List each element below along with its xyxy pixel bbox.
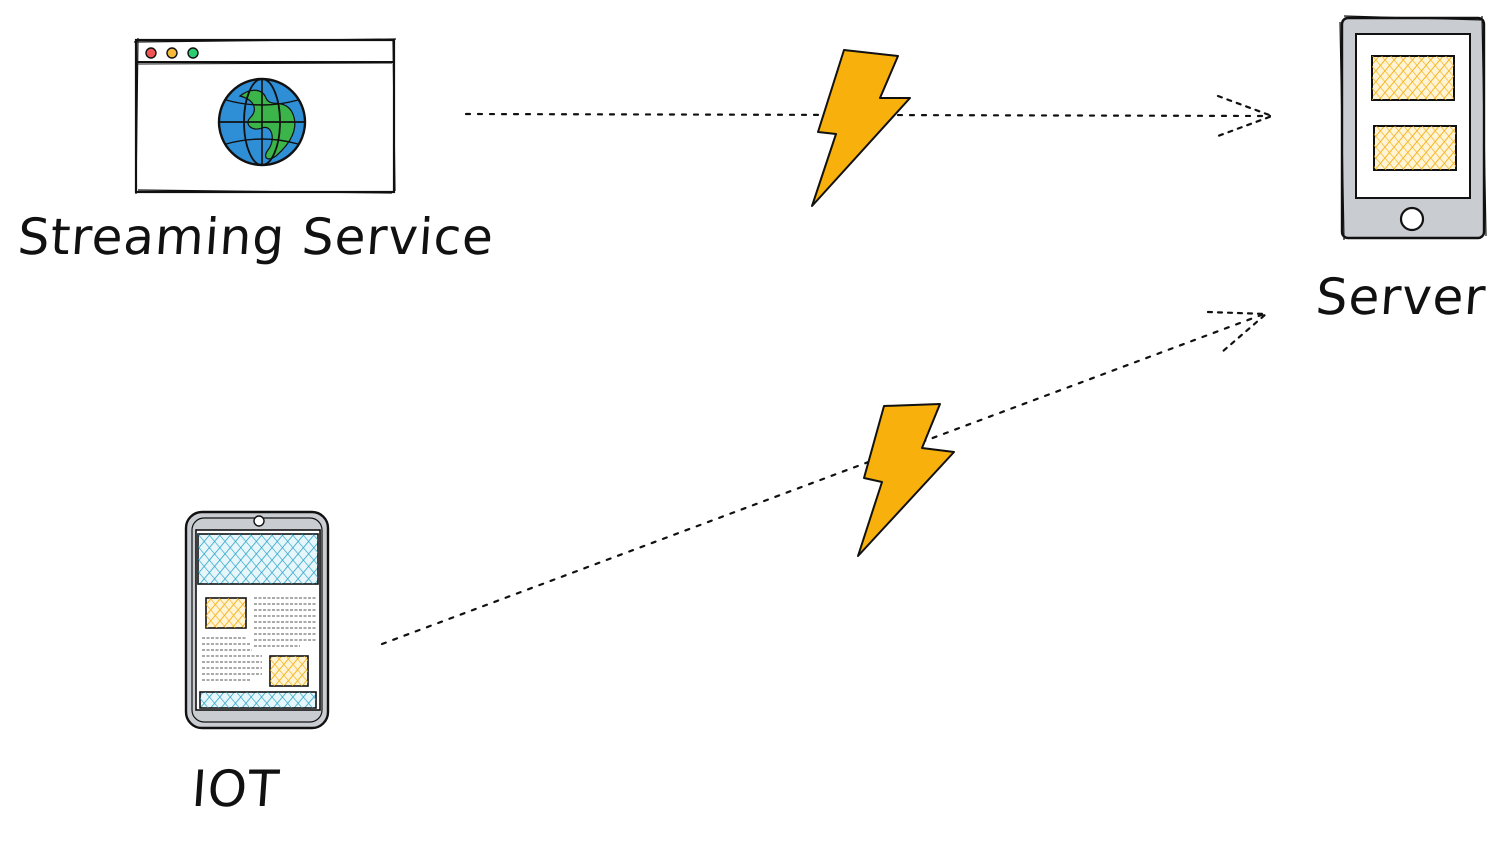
streaming-service-label: Streaming Service bbox=[15, 208, 496, 266]
arrowhead-icon bbox=[1206, 310, 1269, 354]
server-label: Server bbox=[1313, 268, 1488, 326]
lightning-bolt-icon bbox=[811, 49, 911, 207]
dotted-connector-line bbox=[464, 112, 1272, 118]
edge-iot-to-server bbox=[380, 310, 1269, 646]
arrowhead-icon bbox=[1216, 94, 1276, 138]
edge-streaming-to-server bbox=[464, 49, 1276, 207]
lightning-bolt-icon bbox=[857, 403, 955, 557]
globe-icon bbox=[217, 77, 307, 167]
server-device-icon bbox=[1339, 15, 1487, 241]
mobile-device-icon bbox=[184, 510, 330, 730]
browser-globe-icon bbox=[133, 37, 397, 195]
dotted-connector-line bbox=[380, 312, 1266, 646]
iot-label: IOT bbox=[189, 760, 282, 818]
